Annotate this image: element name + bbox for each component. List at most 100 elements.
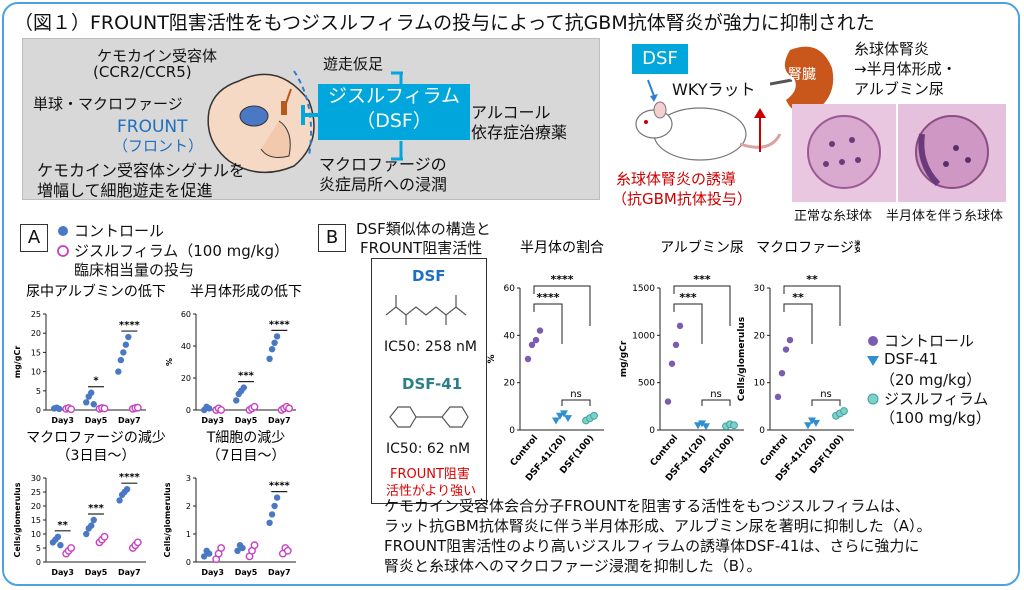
chart1-point-s0-c1-3 (240, 384, 247, 391)
gn-label-2: →半月体形成・ (854, 60, 957, 78)
chart0-point-s1-c1-2 (100, 404, 109, 413)
chart0-sig-2: **** (119, 320, 141, 331)
chart5-ytick-label-3: 1500 (632, 284, 655, 294)
dsf-box-line1: ジスルフィラム (327, 85, 461, 107)
chart6-bracket-outer (783, 285, 841, 326)
chart5-ylabel: mg/gCr (619, 340, 629, 377)
chart0-point-s1-c0-2 (67, 405, 76, 414)
chart6-sig-ns: ns (820, 389, 832, 400)
chart6-ytick-label-1: 10 (754, 379, 766, 389)
chart6-point-s1-c1-2 (812, 419, 820, 427)
chart6-point-s0-c0-2 (782, 346, 790, 353)
kidney-drawing (770, 46, 834, 114)
chart0-ytick-label-2: 10 (31, 368, 41, 377)
chart4-point-s1-c1-0 (552, 417, 560, 425)
macrophage-drawing (207, 70, 315, 174)
chart3-ytick-label-0: 0 (186, 558, 191, 567)
chart2-sig-2: **** (119, 472, 141, 483)
chart1-sig-1: *** (238, 371, 254, 382)
chart2-ytick-label-5: 25 (31, 488, 41, 497)
dsf-tag: DSF (632, 44, 688, 74)
ccr-label: (CCR2/CCR5) (93, 63, 192, 81)
chart2-title-2: （3日目〜） (57, 448, 136, 464)
frount-label: FROUNT (117, 117, 188, 137)
struct-title-1: DSF類似体の構造と (356, 220, 491, 238)
chart5-sig-outer: *** (693, 273, 711, 286)
chart0-point-s0-c2-3 (122, 341, 130, 348)
rat-label: WKYラット (672, 80, 756, 99)
chart3-ytick-label-2: 2 (186, 502, 191, 511)
legend-b-dsf41: DSF-41 (884, 350, 939, 368)
chart0-point-s0-c1-0 (83, 399, 90, 406)
gn-label-1: 糸球体腎炎 (854, 40, 930, 58)
caption-line-3: FROUNT阻害活性のより高いジスルフィラムの誘導体DSF-41は、さらに強力に (384, 537, 920, 555)
legend-a-dsf-marker (57, 245, 69, 257)
legend-b-dsf: ジスルフィラム (884, 390, 989, 408)
caption-line-1: ケモカイン受容体会合分子FROUNTを阻害する活性をもつジスルフィラムは、 (384, 497, 910, 515)
chart2-sig-0: ** (57, 520, 68, 531)
chart1-ylabel: % (165, 358, 174, 366)
induce-label-1: 糸球体腎炎の誘導 (616, 170, 737, 188)
chart6-ytick-label-2: 20 (754, 331, 766, 341)
chart1-point-s0-c2-0 (266, 355, 273, 362)
structure-box: DSF IC50: 258 nM DSF-41 IC50: 62 nM FROU… (371, 258, 487, 504)
chart1-category-2: Day7 (268, 416, 291, 425)
monocyte-label: 単球・マクロファージ (33, 95, 183, 113)
chart4-point-s1-c1-3 (564, 415, 572, 423)
signal-text-1: ケモカイン受容体シグナルを (37, 161, 246, 180)
chart4-point-s1-c1-2 (560, 410, 568, 418)
caption-line-4: 腎炎と糸球体へのマクロファージ浸潤を抑制した（B）。 (384, 557, 762, 575)
chart2-ytick-label-4: 20 (31, 502, 41, 511)
chart1-point-s0-c2-3 (273, 333, 281, 340)
chart0-point-s1-c2-2 (133, 403, 142, 412)
chart4-point-s0-c0-2 (532, 336, 540, 344)
chart2-point-s0-c2-3 (123, 486, 131, 493)
migration-label: 遊走仮足 (323, 55, 384, 73)
chart1-ytick-label-3: 60 (181, 310, 191, 319)
chart0-ytick-label-4: 20 (31, 329, 41, 338)
chart4-bracket-outer (533, 285, 591, 326)
chart3-point-s1-c1-2 (250, 541, 259, 550)
chart2-point-s0-c1-0 (83, 530, 90, 538)
chart1-point-s1-c2-3 (285, 404, 293, 413)
chart4-ytick-label-1: 20 (504, 379, 516, 389)
alcohol-label-1: アルコール (471, 103, 551, 122)
chart1-point-s0-c2-2 (271, 339, 278, 346)
chart0-ytick-label-5: 25 (31, 310, 41, 319)
chart3-point-s0-c1-0 (234, 547, 241, 554)
chart6-ylabel: Cells/glomerulus (737, 317, 747, 401)
chart1-title: 半月体形成の低下 (190, 284, 302, 300)
struct-title-2: FROUNT阻害活性 (360, 239, 483, 257)
chart1-category-1: Day5 (235, 416, 258, 425)
chart2-category-2: Day7 (118, 568, 141, 577)
dsf-structure-name: DSF (412, 267, 446, 285)
chart6-point-s0-c0-3 (786, 336, 794, 344)
chart5-point-s1-c1-2 (702, 423, 710, 431)
chart6-bracket-ns (811, 399, 841, 406)
chart0-ylabel: mg/gCr (13, 346, 22, 379)
chart5-title: アルブミン尿 (660, 239, 744, 256)
chart5-point-s1-c1-0 (694, 422, 702, 430)
chart4-bracket-ns (561, 399, 591, 406)
chart4-point-s1-c1-1 (556, 412, 564, 420)
chart5-point-s1-c1-1 (698, 420, 706, 428)
chart4-point-s0-c0-1 (528, 341, 536, 348)
dsf41-structure-image (389, 406, 469, 428)
chart3-title-2: （7日目〜） (207, 448, 286, 464)
kidney-label: 腎臓 (788, 67, 816, 83)
chart3-sig-2: **** (269, 481, 291, 492)
induce-label-2: （抗GBM抗体投与） (612, 190, 752, 208)
legend-a-dsf: ジスルフィラム（100 mg/kg） (74, 242, 290, 260)
chart5-ytick-label-2: 1000 (632, 331, 655, 341)
chart2-ytick-label-1: 5 (36, 544, 41, 553)
chart0-point-s0-c2-1 (117, 356, 125, 364)
chart2-point-s1-c1-2 (100, 532, 109, 541)
chart5-ytick-label-1: 500 (638, 379, 655, 389)
chart4-point-s0-c0-0 (524, 355, 532, 363)
chart6-sig-inner: ** (792, 291, 804, 304)
chart5-ytick-label-0: 0 (649, 426, 655, 436)
chart0-ytick-label-3: 15 (31, 348, 41, 357)
normal-glomerulus-caption: 正常な糸球体 (794, 209, 873, 224)
chart0-category-1: Day5 (85, 416, 108, 425)
